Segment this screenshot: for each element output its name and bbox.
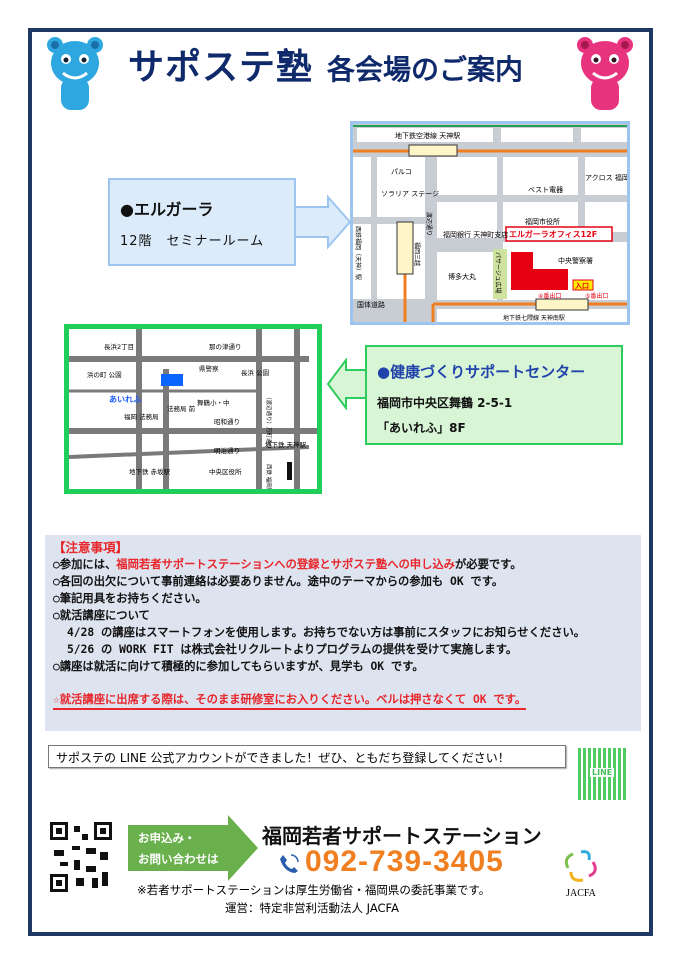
map-label: 博多大丸 <box>448 272 476 281</box>
map-label: 福岡銀行 天神町支店 <box>443 230 508 239</box>
line-qr-label: LINE <box>590 768 615 777</box>
page-title: サポステ塾各会場のご案内 <box>128 38 523 90</box>
arrow-left-icon <box>326 358 370 410</box>
map-label: 那の津通り <box>209 342 242 351</box>
map-label: 福岡市役所 <box>525 217 560 226</box>
map-label-elgala: エルガーラオフィス12F <box>509 229 597 239</box>
venue-aireful-name: ●健康づくりサポートセンター <box>377 363 586 381</box>
contact-qr-code[interactable] <box>50 822 112 892</box>
map-label: 地下鉄 天神駅 <box>265 440 307 449</box>
title-sub: 各会場のご案内 <box>327 53 524 86</box>
notice-line: ○各回の出欠について事前連絡は必要ありません。途中のテーマからの参加も OK で… <box>53 575 504 588</box>
map-label: パサージュ広場 <box>494 252 502 293</box>
notice-text: が必要です。 <box>454 558 522 571</box>
cta-line1: お申込み・ <box>138 831 196 845</box>
map-label: ベスト電器 <box>528 186 563 194</box>
map-label: 明治通り <box>214 446 240 455</box>
venue-elgala-name: ●エルガーラ <box>120 200 214 219</box>
notice-line: ○筆記用具をお持ちください。 <box>53 592 207 605</box>
phone-number[interactable]: 092-739-3405 <box>305 845 504 878</box>
cta-line2: お問い合わせは <box>138 852 219 866</box>
map-label: 地下鉄 赤坂駅 <box>129 467 171 476</box>
blue-bear-mascot-icon <box>47 37 103 110</box>
org-name: 福岡若者サポートステーション <box>262 824 542 848</box>
notice-warning: ☆就活講座に出席する際は、そのまま研修室にお入りください。ベルは押さなくて OK… <box>53 692 527 710</box>
venue-aireful-callout: ●健康づくりサポートセンター 福岡市中央区舞鶴 2-5-1 「あいれふ」8F <box>365 345 623 445</box>
map-label: 入口 <box>574 282 589 290</box>
arrow-right-icon <box>290 195 352 250</box>
footer-operator: 運営：特定非営利活動法人 JACFA <box>225 901 399 915</box>
venue-elgala-callout: ●エルガーラ 12階 セミナールーム <box>108 178 296 266</box>
map-label: パルコ <box>391 168 412 176</box>
map-label: アクロス 福岡 <box>585 173 627 182</box>
map-label: （渡辺通り）万町通り <box>265 394 273 449</box>
map-label: 長浜2丁目 <box>104 342 134 351</box>
map-label: ④番出口 <box>538 292 561 300</box>
line-announcement: サポステの LINE 公式アカウントができました！ぜひ、ともだち登録してください… <box>48 745 566 768</box>
map-label: 中央警察署 <box>558 256 593 265</box>
map-label: 福岡三越 <box>413 242 421 266</box>
elgala-map: 地下鉄空港線 天神駅 パルコ ソラリア ステージ ベスト電器 アクロス 福岡 福… <box>350 121 630 325</box>
map-label: 舞鶴小・中 <box>197 398 230 407</box>
phone-icon <box>280 854 299 873</box>
notice-heading: 【注意事項】 <box>53 540 129 555</box>
notice-line: 4/28 の講座はスマートフォンを使用します。お持ちでない方は事前にスタッフにお… <box>67 626 586 639</box>
jacfa-logo: JACFA <box>556 848 606 899</box>
notice-box: 【注意事項】 ○参加には、福岡若者サポートステーションへの登録とサポステ塾への申… <box>45 535 641 731</box>
map-label: 西鉄福岡（天神）駅 <box>354 226 362 280</box>
map-label-aireful: あいれふ <box>109 395 141 404</box>
jacfa-logo-text: JACFA <box>566 888 596 899</box>
notice-line: ○就活講座について <box>53 609 150 622</box>
notice-text-red: 福岡若者サポートステーションへの登録とサポステ塾への申し込み <box>116 558 455 571</box>
pink-bear-mascot-icon <box>577 37 633 110</box>
map-label: 西鉄 福岡駅 <box>265 464 273 489</box>
map-label: 長浜 公園 <box>241 368 269 377</box>
map-label: ⑤番出口 <box>585 292 608 300</box>
map-label: 渡辺通り <box>425 212 433 236</box>
venue-aireful-building: 「あいれふ」8F <box>377 421 466 435</box>
map-label: 浜の町 公園 <box>87 370 122 379</box>
map-label: 法務局 前 <box>167 404 196 413</box>
notice-text: ○参加には、 <box>53 558 117 571</box>
title-main: サポステ塾 <box>128 47 314 88</box>
map-label: 国体道路 <box>357 300 385 309</box>
map-label: 中央区役所 <box>209 467 242 476</box>
notice-line: 5/26 の WORK FIT は株式会社リクルートよりプログラムの提供を受けて… <box>67 643 518 656</box>
venue-aireful-address: 福岡市中央区舞鶴 2-5-1 <box>377 396 513 410</box>
footer-note: ※若者サポートステーションは厚生労働省・福岡県の委託事業です。 <box>137 883 491 897</box>
map-label: 県警察 <box>199 364 219 373</box>
contact-arrow: お申込み・ お問い合わせは <box>128 815 258 881</box>
aireful-map: 長浜2丁目 那の津通り 浜の町 公園 県警察 長浜 公園 あいれふ 舞鶴小・中 … <box>64 324 322 494</box>
notice-line: ○参加には、福岡若者サポートステーションへの登録とサポステ塾への申し込みが必要で… <box>53 556 633 573</box>
map-label: 福岡 法務局 <box>124 412 159 421</box>
map-label: ソラリア ステージ <box>381 190 439 198</box>
jacfa-logo-icon <box>564 850 597 882</box>
venue-elgala-room: 12階 セミナールーム <box>120 234 265 249</box>
line-qr-code[interactable]: LINE <box>578 748 628 800</box>
map-label: 昭和通り <box>214 417 240 426</box>
notice-line: ○講座は就活に向けて積極的に参加してもらいますが、見学も OK です。 <box>53 660 424 673</box>
map-label: 地下鉄七隈線 天神南駅 <box>503 314 565 322</box>
map-label: 地下鉄空港線 天神駅 <box>395 131 460 140</box>
